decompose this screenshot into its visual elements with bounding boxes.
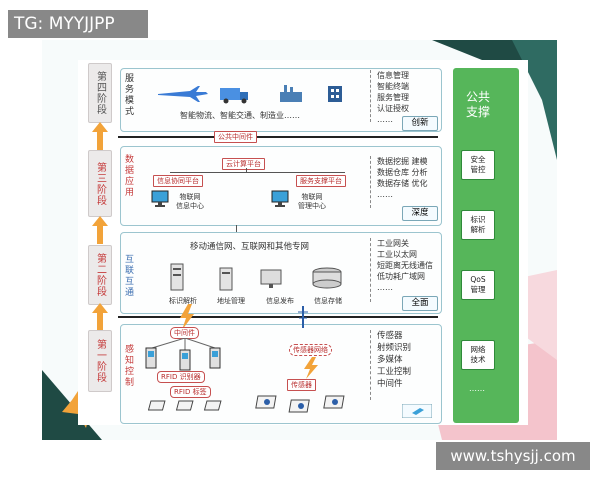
interconnect-item: 工业网关 — [377, 239, 409, 248]
sensing-right-list: 传感器 射频识别 多媒体 工业控制 中间件 — [370, 330, 440, 400]
server-icon — [170, 263, 184, 291]
connector — [246, 168, 247, 173]
service-item: 服务管理 — [377, 93, 409, 102]
service-item: 智能终端 — [377, 82, 409, 91]
sensing-item: 中间件 — [377, 379, 403, 389]
service-caption: 智能物流、智能交通、制造业…… — [180, 111, 300, 120]
interconnect-layer-title: 互联互通 — [125, 255, 135, 298]
support-box-qos: QoS 管理 — [461, 270, 495, 300]
support-platform-box: 服务支撑平台 — [296, 175, 346, 187]
data-right-list: 数据挖掘 建模 数据仓库 分析 数据存储 优化 …… — [370, 156, 440, 208]
service-item: 认证授权 — [377, 104, 409, 113]
service-icons — [158, 85, 342, 104]
public-middleware-box: 公共中间件 — [214, 131, 257, 143]
cloud-platform-box: 云计算平台 — [222, 158, 265, 170]
bus-line — [118, 316, 438, 318]
node-label: 信息存储 — [314, 297, 342, 305]
right-node-label: 物联网 管理中心 — [298, 193, 326, 210]
sensing-layer-title: 感知控制 — [125, 345, 135, 388]
interconnect-icons — [170, 263, 342, 291]
interconnect-item: 工业以太网 — [377, 250, 417, 259]
interconnect-right-list: 工业网关 工业以太网 短距离无线通信 低功耗广域网 …… — [370, 238, 440, 302]
data-bus — [170, 172, 345, 173]
stage-up-arrow — [92, 216, 108, 244]
data-tag: 深度 — [402, 206, 438, 221]
sensing-item: 工业控制 — [377, 367, 412, 377]
computer-icon — [271, 190, 289, 207]
support-box-network: 网络 技术 — [461, 340, 495, 370]
sensing-item: 传感器 — [377, 331, 403, 341]
support-title: 公共 支撑 — [465, 90, 490, 119]
stage-up-arrow — [92, 122, 108, 150]
coop-platform-box: 信息协同平台 — [153, 175, 203, 187]
data-item: 数据仓库 分析 — [377, 168, 428, 177]
watermark-bottom-right: www.tshysjj.com — [436, 442, 590, 470]
stage-1-label: 第一阶段 — [88, 330, 112, 392]
computer-icon — [151, 190, 169, 207]
data-layer-title: 数据应用 — [125, 155, 135, 198]
interconnect-tag: 全面 — [402, 296, 438, 311]
sensor-icon — [255, 395, 277, 409]
rfid-tag-box: RFID 标签 — [170, 386, 211, 398]
lightning-icon — [180, 304, 194, 330]
watermark-top-left: TG: MYYJJPP — [8, 10, 148, 38]
airplane-icon — [158, 86, 208, 102]
rfid-reader-icon — [209, 347, 221, 369]
service-item: …… — [377, 115, 393, 124]
left-node-label: 物联网 信息中心 — [176, 193, 204, 210]
server-icon — [219, 267, 233, 291]
node-label: 信息发布 — [266, 297, 294, 305]
support-box-identification: 标识 解析 — [461, 210, 495, 240]
rfid-reader-icon — [179, 349, 191, 371]
node-label: 地址管理 — [217, 297, 245, 305]
interconnect-item: 短距离无线通信 — [377, 261, 433, 270]
bus-line — [118, 136, 438, 138]
truck-icon — [220, 88, 248, 104]
support-ellipsis: …… — [469, 384, 485, 393]
tag-card-icon — [148, 400, 166, 411]
handheld-devices — [145, 338, 221, 371]
tag-card-icon — [203, 400, 222, 411]
service-item: 信息管理 — [377, 71, 409, 80]
storage-icon — [312, 267, 342, 289]
stage-up-arrow — [92, 303, 108, 330]
stage-2-label: 第二阶段 — [88, 245, 112, 305]
monitor-icon — [260, 269, 282, 288]
antenna-icon — [298, 306, 308, 328]
sensor-box: 传感器 — [287, 379, 316, 391]
stage-3-label: 第三阶段 — [88, 150, 112, 217]
tag-card-icon — [175, 400, 194, 411]
sensor-devices — [255, 395, 345, 413]
rfid-reader-icon — [145, 347, 157, 369]
service-layer-title: 服务模式 — [125, 74, 135, 117]
sensor-icon — [323, 395, 345, 409]
connector — [236, 225, 237, 233]
interconnect-caption: 移动通信网、互联网和其他专网 — [190, 242, 310, 252]
support-box-security: 安全 管控 — [461, 150, 495, 180]
sensing-item: 多媒体 — [377, 355, 403, 365]
sensing-tag-icon — [402, 404, 432, 418]
sensor-network-box: 传感器网络 — [289, 344, 332, 356]
data-item: 数据挖掘 建模 — [377, 157, 428, 166]
interconnect-item: …… — [377, 283, 393, 292]
building-icon — [328, 86, 342, 102]
factory-icon — [280, 85, 302, 102]
service-tag: 创新 — [402, 116, 438, 131]
rfid-tags — [148, 400, 222, 411]
interconnect-item: 低功耗广域网 — [377, 272, 425, 281]
rfid-reader-box: RFID 识别器 — [157, 371, 205, 383]
lightning-icon — [304, 357, 318, 379]
sensor-icon — [288, 399, 310, 413]
sensing-item: 射频识别 — [377, 343, 412, 353]
data-item: …… — [377, 190, 393, 199]
node-label: 标识解析 — [169, 297, 197, 305]
data-item: 数据存储 优化 — [377, 179, 428, 188]
service-right-list: 信息管理 智能终端 服务管理 认证授权 …… — [370, 70, 440, 124]
stage-4-label: 第四阶段 — [88, 63, 112, 123]
